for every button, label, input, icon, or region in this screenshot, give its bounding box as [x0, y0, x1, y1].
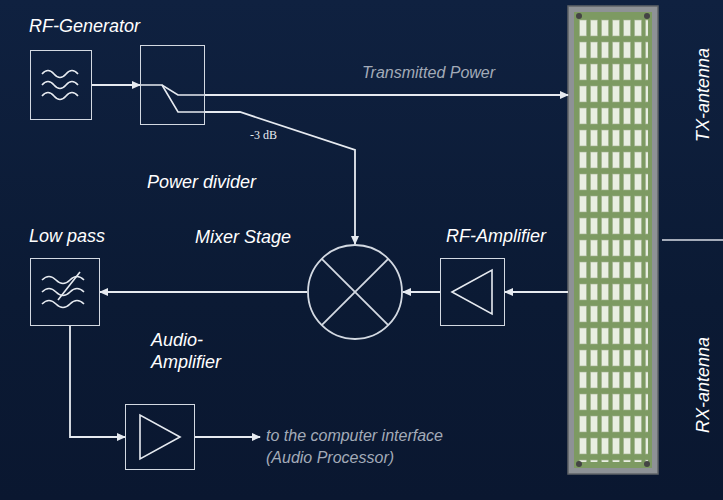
node-label: Mixer Stage: [195, 226, 291, 248]
signal-connector: [403, 291, 440, 293]
note-label: (Audio Processor): [266, 447, 394, 469]
output-arrow: [195, 436, 260, 438]
divider-box: Power divider: [140, 45, 205, 125]
signal-connector: [100, 291, 307, 293]
amplifier-box: Audio- Amplifier: [125, 404, 195, 470]
note-label: to the computer interface: [266, 425, 443, 447]
antenna-separator: [662, 239, 723, 241]
lowpass-symbol: [42, 272, 84, 308]
lowpass-box: Low pass: [30, 258, 100, 326]
signal-connector: [70, 326, 125, 437]
connector-label: Transmitted Power: [362, 62, 495, 84]
node-label: RF-Amplifier: [446, 225, 546, 247]
sine-symbol: [42, 71, 78, 100]
antenna-node: TX-antennaRX-antenna: [568, 6, 658, 474]
node-label: RF-Generator: [29, 15, 140, 37]
antenna-panel: [568, 6, 658, 474]
amplifier-symbol: [452, 270, 492, 314]
amplifier-symbol: [140, 415, 180, 459]
amplifier-box: RF-Amplifier: [440, 258, 505, 326]
generator-box: RF-Generator: [30, 50, 92, 120]
signal-connector: [505, 291, 568, 293]
node-label: Power divider: [147, 171, 256, 193]
node-label: RX-antenna: [692, 337, 714, 433]
mixer-circle: Mixer Stage: [307, 244, 403, 340]
signal-connector: [92, 84, 140, 86]
node-label: Audio- Amplifier: [151, 329, 251, 373]
node-label: TX-antenna: [692, 48, 714, 142]
connector-label: -3 dB: [250, 128, 277, 142]
signal-connector: [205, 94, 568, 96]
divider-fork: [141, 85, 205, 112]
node-label: Low pass: [29, 225, 105, 247]
mixer-outline: [307, 244, 403, 340]
